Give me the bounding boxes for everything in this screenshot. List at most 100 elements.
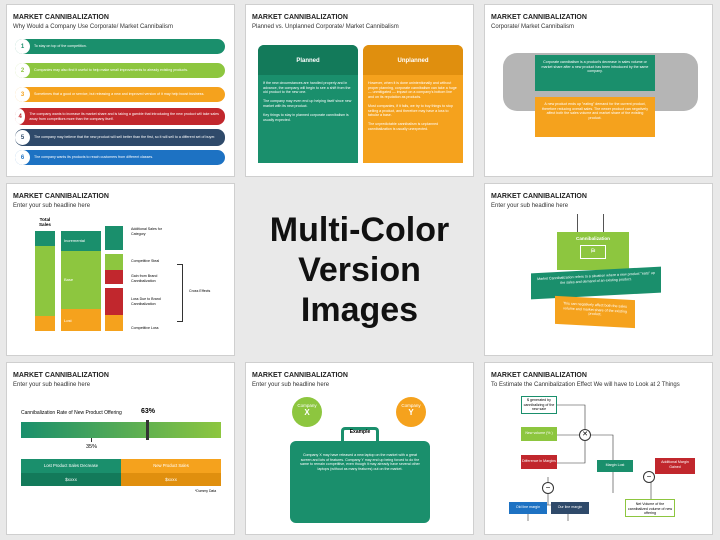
rate-label: Cannibalization Rate of New Product Offe… (21, 410, 122, 416)
low-marker (91, 438, 92, 442)
company-x-word: Company (297, 403, 317, 408)
list-item: 5 The company may believe that the new p… (15, 129, 225, 146)
note-ribbon: This can negatively affect both the sale… (555, 295, 635, 329)
slide-title: MARKET CANNIBALIZATION (252, 372, 348, 379)
unplanned-text: However, when it is done unintentionally… (368, 81, 457, 131)
gain-bar (105, 270, 123, 284)
effect-box: A new product ends up "eating" demand fo… (535, 97, 655, 137)
node-margin-lost: Margin Lost (597, 460, 633, 472)
slide-thumbnail-4[interactable]: MARKET CANNIBALIZATION Enter your sub he… (6, 183, 235, 356)
briefcase-handle (341, 427, 379, 441)
definition-box: Corporate cannibalism is a product's dec… (535, 55, 655, 91)
total-sales-bar-base (35, 246, 55, 316)
hanger-line (577, 214, 578, 234)
high-percent: 63% (141, 408, 156, 415)
competitive-loss-bar (105, 315, 123, 331)
step-number: 4 (15, 109, 26, 124)
planned-card: Planned If the new circumstances are han… (258, 45, 358, 163)
slide-thumbnail-3[interactable]: MARKET CANNIBALIZATION Corporate/ Market… (484, 4, 713, 177)
company-x-letter: X (304, 408, 310, 417)
planned-text: If the new circumstances are handled pro… (263, 81, 352, 122)
slide-thumbnail-7[interactable]: MARKET CANNIBALIZATION Enter your sub he… (6, 362, 235, 535)
additional-bar (105, 226, 123, 250)
item-text: Companies may also find it useful to hel… (34, 68, 189, 73)
label-loss: Loss Due to Brand Cannibalization (131, 297, 161, 306)
incremental-bar: Incremental (61, 231, 101, 251)
node-new-volume: New volume (% ) (521, 427, 557, 441)
unplanned-card: Unplanned However, when it is done unint… (363, 45, 463, 163)
item-text: The company wants its products to reach … (34, 155, 154, 160)
cross-effects-label: Cross Effects (189, 289, 211, 293)
step-number: 6 (15, 150, 30, 165)
minus-operator-right: − (643, 471, 655, 483)
slide-subtitle: To Estimate the Cannibalization Effect W… (491, 382, 680, 388)
price-tag-icon: ⛿ (580, 245, 606, 259)
node-generated: $ generated by cannibalizing of the new … (521, 396, 557, 414)
steal-bar (105, 254, 123, 270)
high-marker (146, 420, 149, 440)
slide-thumbnail-8[interactable]: MARKET CANNIBALIZATION Enter your sub he… (245, 362, 474, 535)
col-header-lost: Lost Product Sales Decrease (21, 459, 121, 473)
list-item: 3 Sometimes that a good or service, but … (15, 87, 225, 102)
slide-thumbnail-6[interactable]: MARKET CANNIBALIZATION Enter your sub he… (484, 183, 713, 356)
planned-label: Planned (258, 45, 358, 75)
banner-heading: Cannibalization (576, 236, 610, 241)
step-number: 5 (15, 130, 30, 145)
headline-line-1: Multi-Color (269, 210, 450, 249)
node-our-line-margin: Our line margin (551, 502, 589, 514)
slide-thumbnail-1[interactable]: MARKET CANNIBALIZATION Why Would a Compa… (6, 4, 235, 177)
label-steal: Competitive Steal (131, 259, 160, 263)
slide-title: MARKET CANNIBALIZATION (252, 14, 348, 21)
value-new: $xxxx (121, 473, 221, 486)
slide-title: MARKET CANNIBALIZATION (491, 372, 587, 379)
list-item: 1 To stay on top of the competition. (15, 39, 225, 54)
slide-thumbnail-2[interactable]: MARKET CANNIBALIZATION Planned vs. Unpla… (245, 4, 474, 177)
example-briefcase: Company X may have released a new laptop… (290, 441, 430, 523)
slide-subtitle: Corporate/ Market Cannibalism (491, 24, 575, 30)
col-header-new: New Product Sales (121, 459, 221, 473)
base-bar: Base (61, 251, 101, 309)
slide-title: MARKET CANNIBALIZATION (13, 193, 109, 200)
multiply-operator: ✕ (579, 429, 591, 441)
value-lost: $xxxx (21, 473, 121, 486)
step-number: 1 (15, 39, 30, 54)
list-item: 6 The company wants its products to reac… (15, 150, 225, 165)
item-text: To stay on top of the competition. (34, 44, 87, 49)
list-item: 2 Companies may also find it useful to h… (15, 63, 225, 78)
node-old-line-margin: Old line margin (509, 502, 547, 514)
node-net-volume: Net Volume of the cannibalized volume of… (625, 499, 675, 517)
bracket (177, 264, 183, 322)
company-y-letter: Y (408, 408, 414, 417)
slide-subtitle: Planned vs. Unplanned Corporate/ Market … (252, 24, 399, 30)
total-sales-bar-lost (35, 316, 55, 331)
label-additional: Additional Sales for Category (131, 227, 162, 236)
slide-subtitle: Enter your sub headline here (13, 203, 91, 209)
example-label: Example (349, 429, 371, 435)
slide-thumbnail-9[interactable]: MARKET CANNIBALIZATION To Estimate the C… (484, 362, 713, 535)
item-text: The company wants to increase its market… (29, 112, 219, 121)
company-y-word: Company (401, 403, 421, 408)
hanger-line (603, 214, 604, 234)
cannibalization-banner: Cannibalization ⛿ (557, 232, 629, 270)
headline-line-2: Version Images (298, 250, 421, 329)
total-sales-label: Total Sales (38, 217, 51, 227)
item-text: Sometimes that a good or service, but re… (34, 92, 205, 97)
minus-operator-left: − (542, 482, 554, 494)
item-text: The company may believe that the new pro… (34, 135, 216, 140)
label-gain: Gain from Brand Cannibalization (131, 274, 158, 283)
list-item: 4 The company wants to increase its mark… (15, 108, 225, 125)
node-additional-margin: Additional Margin Gained (655, 458, 695, 474)
footnote: *Dummy Data (195, 489, 217, 493)
step-number: 3 (15, 87, 30, 102)
slide-title: MARKET CANNIBALIZATION (13, 372, 109, 379)
rate-gauge (21, 420, 221, 440)
slide-title: MARKET CANNIBALIZATION (13, 14, 109, 21)
definition-ribbon: Market Cannibalization refers to a situa… (531, 266, 661, 300)
slide-subtitle: Why Would a Company Use Corporate/ Marke… (13, 24, 173, 30)
label-competitive-loss: Competitive Loss (131, 326, 159, 330)
company-y-badge: Company Y (396, 397, 426, 427)
low-percent: 35% (86, 444, 98, 450)
lost-bar: Lost (61, 309, 101, 331)
slide-title: MARKET CANNIBALIZATION (491, 193, 587, 200)
